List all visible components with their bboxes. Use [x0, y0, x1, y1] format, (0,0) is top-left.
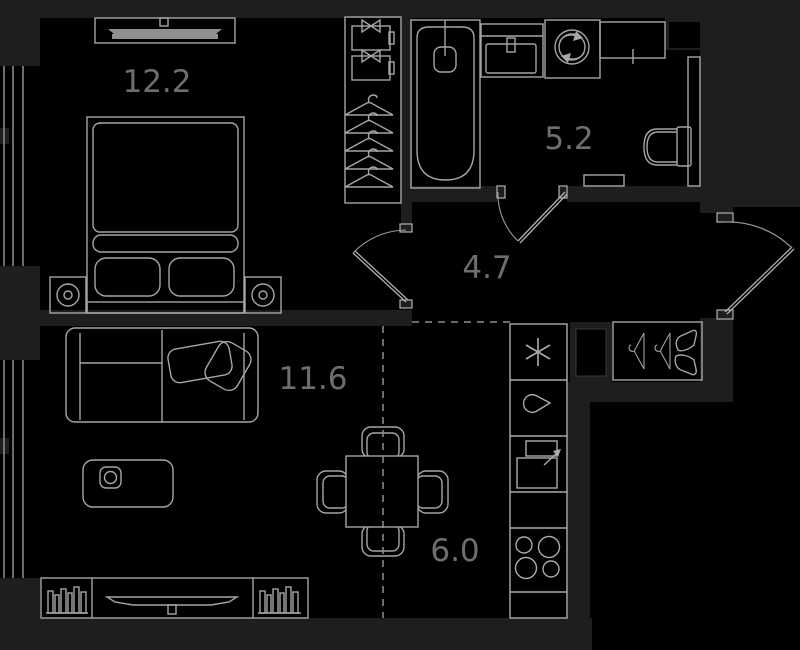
- door-jamb: [716, 309, 734, 320]
- wall-bathroom-bottom-right: [567, 186, 703, 202]
- shoe-icon: [674, 354, 697, 376]
- entrance-door: [716, 212, 795, 320]
- bedroom-furniture: [49, 16, 402, 314]
- oven: [516, 440, 561, 489]
- door-jamb: [716, 212, 734, 223]
- cushion: [204, 340, 252, 392]
- door-leaf: [724, 246, 795, 315]
- tv: [104, 596, 240, 615]
- books: [46, 586, 88, 614]
- kitchen-sink-drop-icon: [522, 394, 552, 413]
- tv-bedroom: [94, 17, 236, 44]
- chair: [316, 470, 350, 514]
- tray: [99, 466, 122, 489]
- kitchen-column: [509, 323, 568, 619]
- bedroom-area-label: 12.2: [122, 64, 191, 100]
- wall-top-right-slab: [722, 0, 800, 207]
- sofa: [65, 327, 259, 423]
- wall-bottom: [0, 618, 592, 650]
- tv-stand: [40, 577, 309, 619]
- hallway-area-label: 4.7: [462, 250, 511, 286]
- bedside-lamp: [251, 283, 275, 307]
- bow-icon: [361, 48, 381, 64]
- door-leaf: [517, 191, 568, 244]
- wall-bathroom-bottom-left: [412, 186, 497, 202]
- storage-box: [351, 48, 395, 81]
- door-swing-arc: [724, 221, 793, 249]
- dining-table: [345, 455, 419, 528]
- bathtub: [410, 19, 481, 189]
- door-swing-arc: [497, 191, 519, 242]
- stove-burners: [514, 535, 561, 580]
- towel-radiator: [583, 174, 625, 187]
- door-leaf: [352, 250, 409, 303]
- kitchen-area-label: 6.0: [430, 533, 479, 569]
- faucet-icon: [506, 37, 516, 53]
- window-bedroom: [3, 66, 24, 266]
- wall-left-upper: [0, 18, 40, 66]
- door-jamb: [399, 223, 413, 233]
- toilet-ledge: [687, 56, 701, 187]
- coffee-table: [82, 459, 174, 508]
- window-living-room: [3, 360, 24, 578]
- living-room-furniture: [40, 327, 309, 619]
- storage-box: [351, 18, 395, 51]
- door-open-arrow-icon: [553, 449, 561, 457]
- pillow: [168, 257, 235, 297]
- fridge-snowflake-icon: [525, 338, 551, 366]
- washing-machine: [544, 19, 601, 79]
- door-jamb: [399, 299, 413, 309]
- wall-top: [0, 0, 800, 18]
- bedside-lamp: [56, 283, 80, 307]
- vent-duct: [669, 22, 700, 48]
- shoe-icon: [675, 329, 698, 352]
- door-jamb: [496, 185, 506, 199]
- nightstand-right: [244, 276, 282, 314]
- wall-bedroom-living: [0, 310, 412, 326]
- bathroom-door: [496, 185, 568, 244]
- wall-bedroom-bathroom: [401, 18, 412, 226]
- bathroom-sink: [480, 23, 544, 78]
- bow-icon: [361, 18, 381, 34]
- wardrobe: [344, 16, 402, 204]
- bedroom-door: [352, 223, 413, 309]
- bathroom-fixtures: [410, 19, 701, 189]
- doors: [352, 185, 795, 320]
- dining-set: [316, 426, 449, 557]
- cushion: [167, 340, 233, 384]
- wall-hall-bottom: [567, 382, 733, 402]
- hallway-storage: [570, 321, 703, 382]
- wall-kitchen-right: [567, 398, 590, 650]
- chair: [415, 470, 449, 514]
- door-swing-arc: [352, 229, 407, 254]
- shaft-inner: [575, 328, 607, 377]
- shower-head-icon: [433, 46, 457, 73]
- nightstand-left: [49, 276, 87, 314]
- double-bed: [86, 116, 245, 314]
- zone-dashed-line: [382, 321, 510, 618]
- pillow: [94, 257, 161, 297]
- bathroom-counter: [599, 21, 666, 64]
- toilet: [643, 126, 692, 167]
- bathroom-area-label: 5.2: [544, 121, 593, 157]
- books: [258, 586, 301, 614]
- living-room-area-label: 11.6: [278, 361, 347, 397]
- hallway-closet: [612, 321, 703, 381]
